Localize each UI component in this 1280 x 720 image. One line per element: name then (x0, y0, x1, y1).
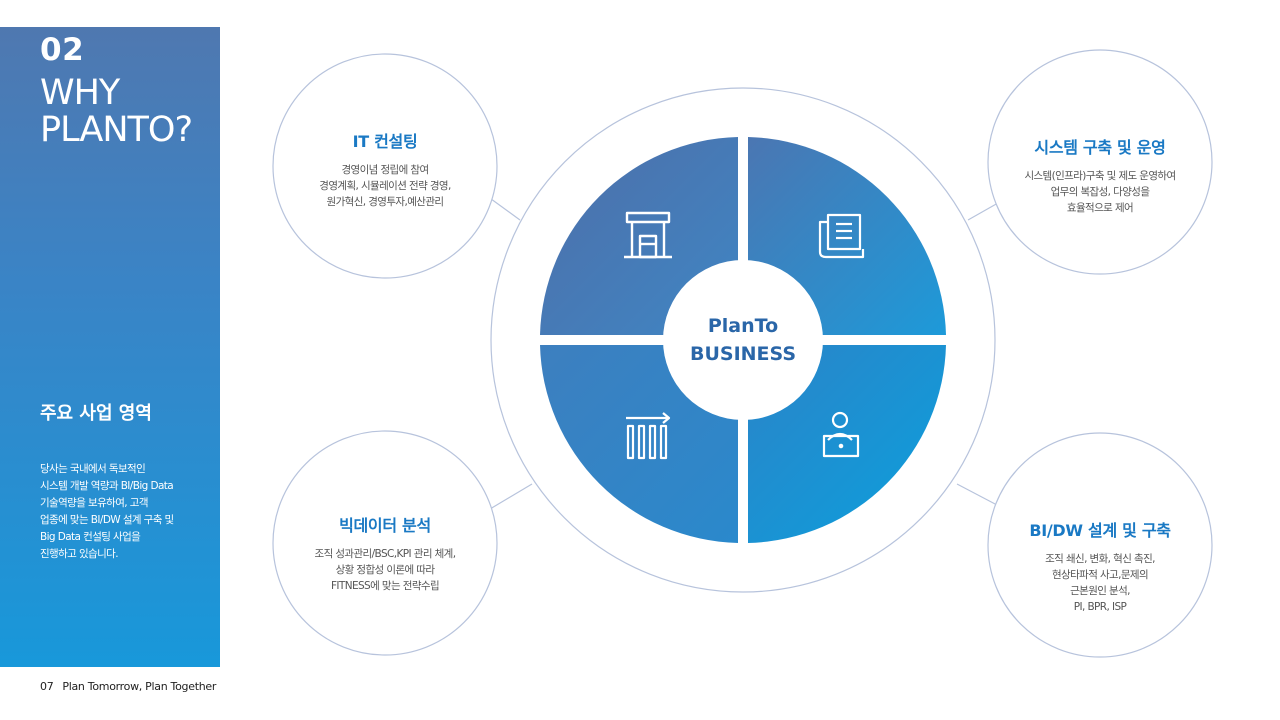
focus-desc-line: 당사는 국내에서 독보적인 (40, 463, 146, 475)
focus-description: 당사는 국내에서 독보적인 시스템 개발 역량과 BI/Big Data 기술역… (40, 461, 212, 563)
page-number: 07 (40, 680, 54, 693)
bigdata-circle (272, 430, 498, 656)
focus-desc-line: 업종에 맞는 BI/DW 설계 구축 및 (40, 514, 174, 526)
desc-line: PI, BPR, ISP (1073, 601, 1127, 613)
focus-desc-line: Big Data 컨설팅 사업을 (40, 531, 141, 543)
focus-desc-line: 진행하고 있습니다. (40, 548, 119, 560)
desc-line: 효율적으로 제어 (1066, 202, 1134, 214)
bigdata-title: 빅데이터 분석 (339, 516, 431, 535)
center-circle (663, 260, 823, 420)
footer-slogan: Plan Tomorrow, Plan Together (62, 680, 217, 693)
section-title-line-2: PLANTO? (40, 110, 193, 150)
bidw-title: BI/DW 설계 및 구축 (1029, 521, 1171, 540)
bidw-circle (987, 432, 1213, 658)
system-block: 시스템 구축 및 운영 시스템(인프라)구축 및 제도 운영하여 업무의 복잡성… (990, 134, 1210, 216)
desc-line: 경영계획, 시뮬레이션 전략 경영, (319, 180, 451, 192)
desc-line: 현상타파적 사고,문제의 (1051, 569, 1149, 581)
desc-line: 조직 쇄신, 변화, 혁신 촉진, (1045, 553, 1155, 565)
connector-line-bigdata (489, 483, 533, 510)
center-label-line-2: BUSINESS (689, 343, 797, 365)
building-icon (624, 211, 672, 259)
connector-line-system (967, 202, 999, 221)
focus-desc-line: 기술역량을 보유하여, 고객 (40, 497, 148, 509)
bigdata-block: 빅데이터 분석 조직 성과관리/BSC,KPI 관리 체계, 상황 정합성 이론… (275, 512, 495, 594)
center-label: PlanTo BUSINESS (665, 312, 821, 368)
desc-line: 조직 성과관리/BSC,KPI 관리 체계, (314, 548, 457, 560)
desc-line: FITNESS에 맞는 전략수립 (330, 580, 440, 592)
it-consulting-circle (272, 53, 498, 279)
desc-line: 상황 정합성 이론에 따라 (335, 564, 435, 576)
desc-line: 경영이념 정립에 참여 (341, 164, 429, 176)
person-laptop-icon (822, 411, 860, 458)
system-desc: 시스템(인프라)구축 및 제도 운영하여 업무의 복잡성, 다양성을 효율적으로… (990, 168, 1210, 216)
center-label-line-1: PlanTo (707, 315, 779, 337)
system-circle (987, 49, 1213, 275)
focus-heading: 주요 사업 영역 (40, 403, 152, 424)
focus-desc-line: 시스템 개발 역량과 BI/Big Data (40, 480, 174, 492)
system-title: 시스템 구축 및 운영 (1034, 138, 1166, 157)
footer: 07 Plan Tomorrow, Plan Together (40, 680, 216, 693)
section-title-line-1: WHY (40, 73, 120, 113)
desc-line: 근본원인 분석, (1070, 585, 1130, 597)
side-panel: 02 WHY PLANTO? 주요 사업 영역 당사는 국내에서 독보적인 시스… (0, 27, 220, 667)
section-title: WHY PLANTO? (40, 73, 193, 150)
section-number: 02 (40, 32, 85, 68)
desc-line: 원가혁신, 경영투자,예산관리 (326, 196, 445, 208)
connector-line-it (486, 195, 521, 221)
desc-line: 업무의 복잡성, 다양성을 (1050, 186, 1150, 198)
bidw-block: BI/DW 설계 및 구축 조직 쇄신, 변화, 혁신 촉진, 현상타파적 사고… (990, 517, 1210, 615)
bidw-desc: 조직 쇄신, 변화, 혁신 촉진, 현상타파적 사고,문제의 근본원인 분석, … (990, 551, 1210, 615)
connector-line-bidw (956, 483, 998, 506)
it-consulting-desc: 경영이념 정립에 참여 경영계획, 시뮬레이션 전략 경영, 원가혁신, 경영투… (275, 162, 495, 210)
desc-line: 시스템(인프라)구축 및 제도 운영하여 (1024, 170, 1176, 182)
document-icon (818, 213, 865, 259)
it-consulting-block: IT 컨설팅 경영이념 정립에 참여 경영계획, 시뮬레이션 전략 경영, 원가… (275, 128, 495, 210)
bar-chart-icon (626, 412, 671, 460)
bigdata-desc: 조직 성과관리/BSC,KPI 관리 체계, 상황 정합성 이론에 따라 FIT… (275, 546, 495, 594)
it-consulting-title: IT 컨설팅 (352, 132, 418, 151)
